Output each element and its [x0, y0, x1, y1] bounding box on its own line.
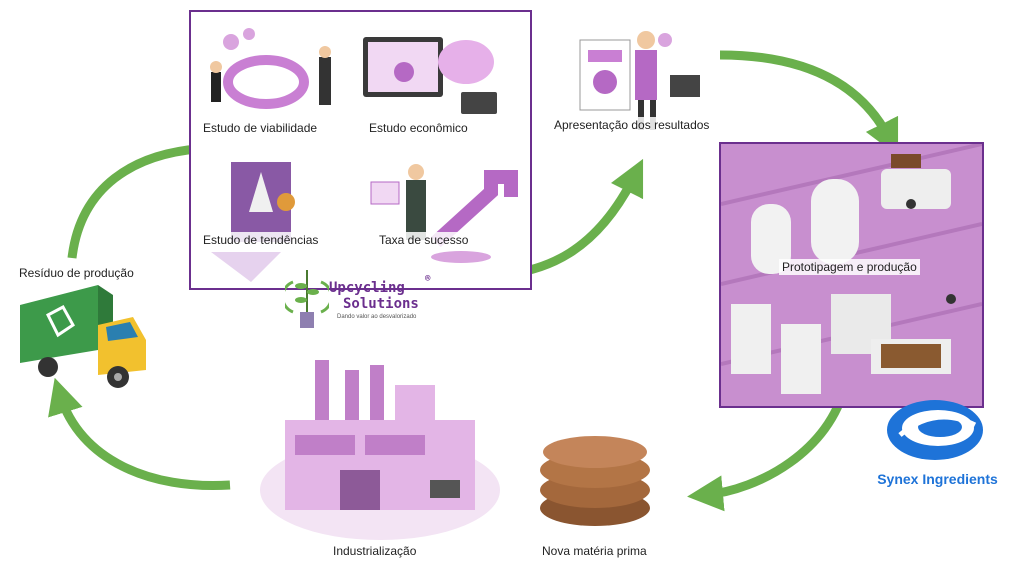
sacks-illustration [540, 436, 650, 526]
label-estudo-viabilidade: Estudo de viabilidade [200, 120, 321, 136]
upcycling-solutions-logo: Upcycling ® Solutions Dando valor ao des… [285, 262, 445, 334]
label-nova-materia-prima: Nova matéria prima [539, 543, 650, 559]
label-taxa-sucesso: Taxa de sucesso [376, 232, 472, 248]
prototipagem-panel [719, 142, 984, 408]
label-residuo-producao: Resíduo de produção [16, 265, 137, 281]
studies-illustration [210, 28, 518, 282]
factory-floor-illustration [720, 142, 983, 406]
recycle-icon [46, 304, 75, 338]
studies-panel [189, 10, 532, 290]
arrow-industrializacao-to-residuo [48, 377, 231, 491]
label-industrializacao: Industrialização [330, 543, 420, 559]
synex-ingredients-logo: Synex Ingredients [865, 395, 1010, 490]
upcycling-registered: ® [425, 274, 431, 284]
label-prototipagem-producao: Prototipagem e produção [779, 259, 920, 275]
factory-illustration [260, 360, 500, 540]
arrow-apresentacao-to-prototipagem [719, 50, 899, 157]
synex-swirl-icon [887, 400, 983, 460]
plant-icon [285, 270, 329, 328]
label-apresentacao-resultados: Apresentação dos resultados [551, 117, 713, 133]
recycling-truck-illustration [20, 285, 146, 388]
presentation-illustration [579, 31, 700, 130]
upcycling-tagline: Dando valor ao desvalorizado [337, 314, 417, 320]
upcycling-line1: Upcycling [329, 280, 405, 296]
label-estudo-economico: Estudo econômico [366, 120, 471, 136]
label-estudo-tendencias: Estudo de tendências [200, 232, 322, 248]
upcycling-line2: Solutions [343, 296, 419, 312]
arrow-residuo-to-estudos [67, 130, 233, 259]
synex-name: Synex Ingredients [877, 471, 998, 487]
